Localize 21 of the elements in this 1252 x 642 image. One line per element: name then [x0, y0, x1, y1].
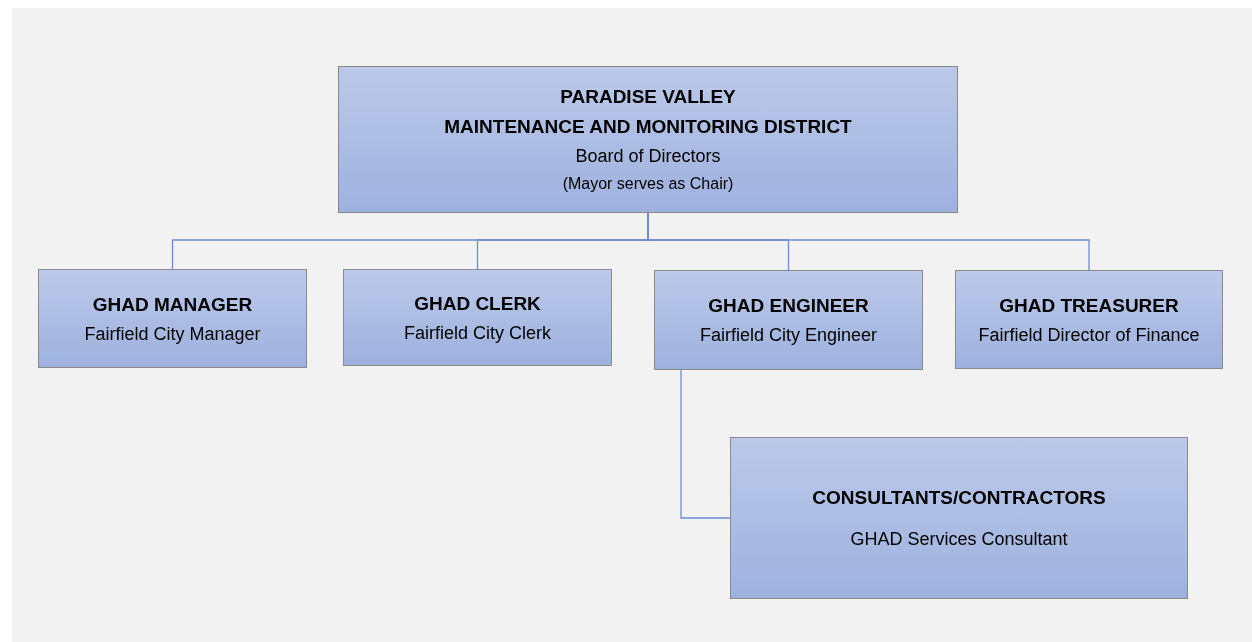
org-box	[38, 269, 307, 368]
connector-line	[680, 369, 731, 519]
box-subtitle: Board of Directors	[575, 144, 721, 168]
org-box	[338, 66, 958, 213]
box-title: GHAD TREASURER	[999, 293, 1179, 318]
box-title: PARADISE VALLEY	[560, 84, 736, 109]
org-box	[955, 270, 1223, 369]
box-title: GHAD CLERK	[414, 291, 541, 316]
box-subtitle: Fairfield City Clerk	[404, 321, 551, 345]
org-box	[654, 270, 923, 370]
box-subtitle: (Mayor serves as Chair)	[562, 173, 734, 194]
box-subtitle: Fairfield City Manager	[84, 322, 261, 346]
org-box	[730, 437, 1188, 599]
box-title: CONSULTANTS/CONTRACTORS	[812, 486, 1106, 510]
box-title: GHAD ENGINEER	[708, 294, 869, 318]
org-box	[343, 269, 612, 366]
box-subtitle: GHAD Services Consultant	[850, 528, 1068, 551]
box-subtitle: Fairfield Director of Finance	[978, 323, 1200, 347]
box-title: MAINTENANCE AND MONITORING DISTRICT	[444, 114, 852, 139]
box-title: GHAD MANAGER	[92, 292, 253, 317]
box-subtitle: Fairfield City Engineer	[699, 324, 878, 347]
